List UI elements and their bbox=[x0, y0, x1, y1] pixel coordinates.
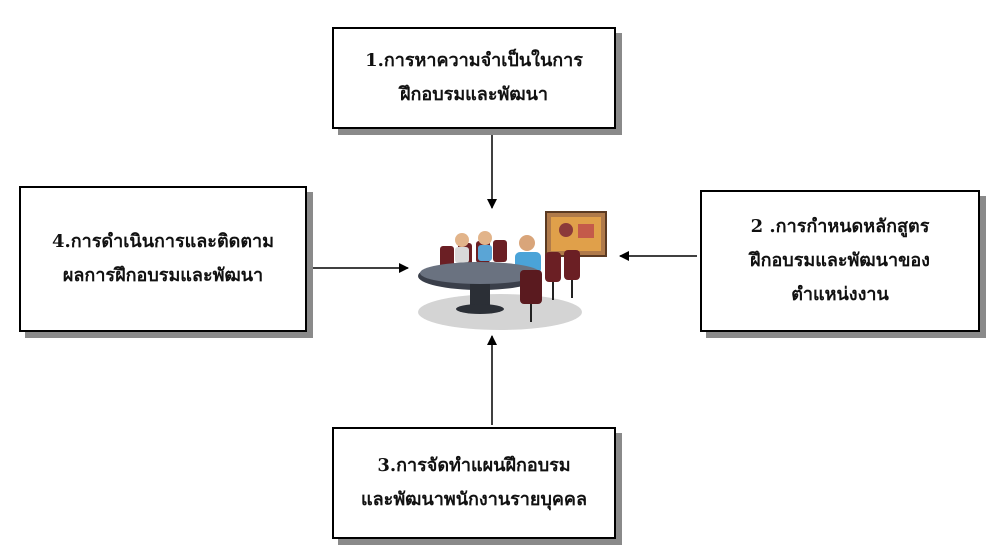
node-step2: 2 .การกำหนดหลักสูตร ฝึกอบรมและพัฒนาของ ต… bbox=[700, 190, 980, 332]
node-step1-line2: ฝึกอบรมและพัฒนา bbox=[399, 84, 549, 105]
node-step2-line1: 2 .การกำหนดหลักสูตร bbox=[750, 216, 930, 237]
node-step1: 1.การหาความจำเป็นในการ ฝึกอบรมและพัฒนา bbox=[332, 27, 616, 129]
node-step4-line1: 4.การดำเนินการและติดตาม bbox=[51, 231, 275, 252]
node-step1-line1: 1.การหาความจำเป็นในการ bbox=[365, 50, 583, 71]
node-step3: 3.การจัดทำแผนฝึกอบรม และพัฒนาพนักงานรายบ… bbox=[332, 427, 616, 539]
node-step2-line2: ฝึกอบรมและพัฒนาของ bbox=[750, 250, 930, 271]
meeting-table-icon bbox=[418, 211, 607, 330]
node-step4-line2: ผลการฝึกอบรมและพัฒนา bbox=[62, 265, 264, 286]
node-step2-line3: ตำแหน่งงาน bbox=[791, 284, 889, 305]
node-step3-line1: 3.การจัดทำแผนฝึกอบรม bbox=[377, 455, 571, 476]
node-step3-line2: และพัฒนาพนักงานรายบุคคล bbox=[361, 489, 587, 510]
node-step4: 4.การดำเนินการและติดตาม ผลการฝึกอบรมและพ… bbox=[19, 186, 307, 332]
